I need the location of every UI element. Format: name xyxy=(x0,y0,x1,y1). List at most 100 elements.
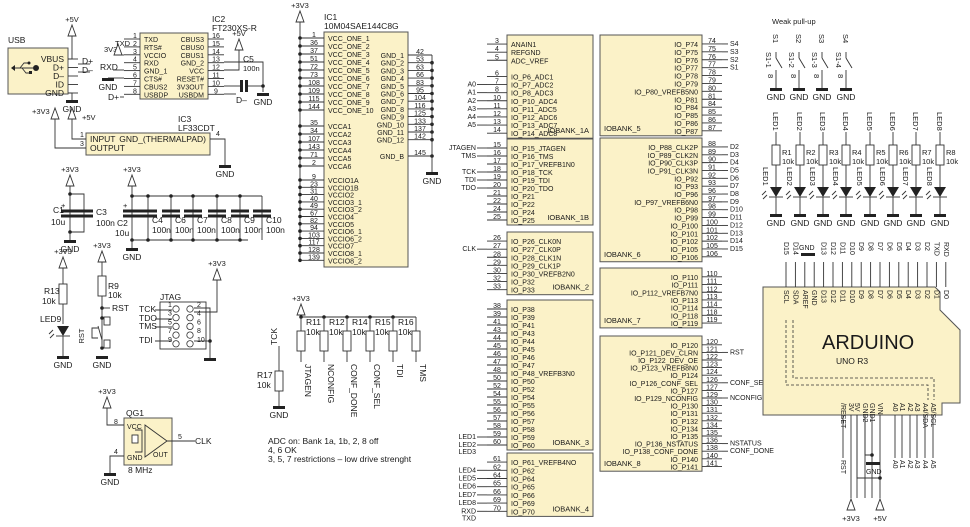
net-label: LED6 xyxy=(458,484,476,491)
pin-number: 6 xyxy=(495,70,499,77)
pin-number: 8 xyxy=(812,74,821,78)
supply-label: +3V3 xyxy=(291,1,309,10)
io-bank-title: IOBANK_4 xyxy=(552,504,589,513)
net-label: LED1 xyxy=(458,434,476,441)
led-icon xyxy=(794,187,806,197)
switch-icon xyxy=(97,325,103,341)
ic1-pin-name: VCCIO6_1 xyxy=(328,229,362,236)
junction-dot xyxy=(298,236,302,241)
usb-icon xyxy=(27,61,31,65)
jtag-body xyxy=(159,301,207,350)
pin-number: 45 xyxy=(493,343,501,350)
ic1-body xyxy=(323,31,409,268)
arduino-pin-label: D2 xyxy=(923,290,930,299)
pin-number: 73 xyxy=(310,72,318,79)
switch-ref: S1-1 xyxy=(764,52,773,68)
junction-dot xyxy=(298,258,302,263)
capacitor-plate xyxy=(75,209,93,213)
ic2-pin-name: USBDP xyxy=(144,92,168,99)
net-label: D8 xyxy=(730,191,739,198)
led-ref: LED1 xyxy=(761,167,770,186)
ground-label: GND xyxy=(790,92,809,102)
io-pin-name: IO_P86 xyxy=(674,121,698,128)
arduino-pin-label: D11 xyxy=(838,290,845,302)
capacitor-plate xyxy=(75,214,93,218)
res-value: 10k xyxy=(108,290,122,300)
resistor-icon xyxy=(841,144,851,166)
ic1-pin-name: VCCIO2 xyxy=(328,193,354,200)
io-pin-name: IO_P16_TMS xyxy=(511,154,554,161)
supply-symbol: +3V3 xyxy=(54,247,72,269)
ground-symbol: GND xyxy=(54,356,72,370)
pin-number: 69 xyxy=(493,497,501,504)
pin-number: 34 xyxy=(310,128,318,135)
cap-ref: C6 xyxy=(175,215,186,225)
io-pin-name: IO_P65 xyxy=(511,485,535,492)
pin-number: 85 xyxy=(708,109,716,116)
led-ref: LED4 xyxy=(831,167,840,186)
io-pin-name: IO_P28_CLK1N xyxy=(511,255,561,262)
io-pin-name: IO_P62 xyxy=(511,468,535,475)
pin-number: 124 xyxy=(706,369,718,376)
ic1-pin-name: VCC_ONE_3 xyxy=(328,52,370,59)
junction-dot xyxy=(238,238,242,242)
junction-dot xyxy=(298,185,302,190)
light-arrow xyxy=(48,329,54,335)
arduino-title: ARDUINO xyxy=(822,332,914,354)
supply-symbol: +5V xyxy=(65,15,79,37)
pin-number: 82 xyxy=(310,218,318,225)
wire xyxy=(864,415,872,456)
junction-dot xyxy=(298,229,302,233)
wire xyxy=(106,408,124,426)
light-arrow xyxy=(832,194,838,200)
net-label: D13 xyxy=(730,230,743,237)
pin-number: 17 xyxy=(493,158,501,165)
junction-dot xyxy=(298,60,302,64)
io-pin-name: IO_P106 xyxy=(670,255,698,262)
arduino-pin-label: 5V xyxy=(853,403,860,412)
ic1-pin-name: VCCA1 xyxy=(328,124,351,131)
io-bank-title: IOBANK_6 xyxy=(604,250,641,259)
pin-number: 11 xyxy=(212,73,219,80)
ground-icon xyxy=(273,406,285,409)
net-label: A3 xyxy=(467,106,476,113)
junction-dot xyxy=(215,194,219,198)
pin-number: 114 xyxy=(706,302,717,309)
pin-number: 7 xyxy=(133,80,137,87)
res-ref: R1 xyxy=(782,148,792,157)
io-pin-name: IO_P134 xyxy=(670,426,698,433)
resistor-icon xyxy=(388,330,398,352)
pin-number: 55 xyxy=(493,399,501,406)
pin-number: 133 xyxy=(414,118,426,125)
pin-number: 89 xyxy=(708,149,716,156)
res-value: 10k xyxy=(782,157,794,166)
pin-number: 108 xyxy=(308,80,320,87)
ic3-body xyxy=(85,132,211,156)
cap-ref: C4 xyxy=(152,215,163,225)
supply-symbol: +3V3 xyxy=(208,259,226,281)
pin-number: 71 xyxy=(310,152,318,159)
pin-number: 21 xyxy=(493,190,501,197)
ic1-pin-name: GND_3 xyxy=(381,68,404,75)
res-value: 10k xyxy=(922,157,934,166)
capacitor-plate xyxy=(208,209,226,213)
io-pin-name: IO_P75 xyxy=(674,50,698,57)
pin-number: 3 xyxy=(133,49,137,56)
arduino-pin-label: A4/SDA xyxy=(921,403,928,428)
pin-number: 99 xyxy=(708,212,716,219)
pin-number: 115 xyxy=(308,96,319,103)
net-label: D6 xyxy=(730,175,739,182)
junction-dot xyxy=(298,164,302,168)
ic2-pin-name: VCCIO xyxy=(144,53,167,60)
jtag-title: JTAG xyxy=(160,292,181,302)
net-label: TCK xyxy=(269,328,279,345)
led-icon xyxy=(840,187,852,197)
pin-number: 48 xyxy=(493,367,501,374)
usb-icon xyxy=(21,67,30,74)
junction-dot xyxy=(261,84,265,88)
res-value: 10k xyxy=(806,157,818,166)
switch-pin xyxy=(103,316,111,326)
capacitor-plate xyxy=(162,209,180,213)
pin-number: 13 xyxy=(493,119,501,126)
